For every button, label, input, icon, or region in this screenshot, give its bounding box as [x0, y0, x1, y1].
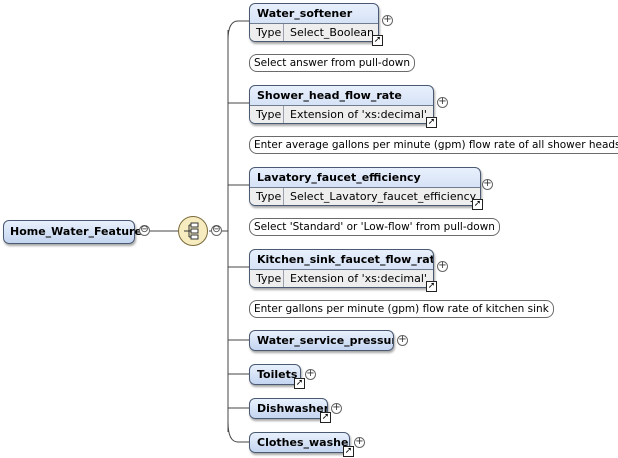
type-link-icon[interactable]: ➚ [343, 446, 354, 457]
element-name: Dishwasher [257, 402, 328, 415]
expand-dishwasher-icon[interactable]: + [331, 402, 342, 414]
type-label: Type [250, 188, 284, 205]
element-name: Clothes_washer [257, 436, 350, 449]
type-link-icon[interactable]: ➚ [426, 117, 437, 128]
sequence-compositor-icon[interactable] [178, 216, 208, 246]
element-water-softener[interactable]: Water_softener Type Select_Boolean [249, 3, 379, 42]
type-label: Type [250, 270, 284, 287]
type-link-icon[interactable]: ➚ [372, 35, 383, 46]
element-clothes-washer[interactable]: Clothes_washer [249, 432, 350, 453]
expand-water-softener-icon[interactable]: + [382, 14, 393, 26]
element-name: Shower_head_flow_rate [257, 89, 402, 102]
element-name: Water_softener [257, 7, 353, 20]
type-row: Type Extension of 'xs:decimal' [250, 269, 433, 287]
element-lavatory-faucet-efficiency[interactable]: Lavatory_faucet_efficiency Type Select_L… [249, 167, 481, 206]
type-row: Type Extension of 'xs:decimal' [250, 105, 433, 123]
annotation-lavatory-faucet-efficiency: Select 'Standard' or 'Low-flow' from pul… [249, 218, 500, 236]
collapse-root-icon[interactable]: ⊖ [139, 224, 150, 236]
element-shower-head-flow-rate[interactable]: Shower_head_flow_rate Type Extension of … [249, 85, 434, 124]
element-name: Toilets [257, 368, 298, 381]
type-link-icon[interactable]: ➚ [472, 199, 483, 210]
type-row: Type Select_Boolean [250, 23, 378, 41]
root-element-home-water-features[interactable]: Home_Water_Features [3, 220, 148, 244]
element-name: Lavatory_faucet_efficiency [257, 171, 421, 184]
root-element-label: Home_Water_Features [10, 225, 149, 238]
element-name: Kitchen_sink_faucet_flow_rate [257, 253, 434, 266]
annotation-shower-head-flow-rate: Enter average gallons per minute (gpm) f… [249, 136, 618, 154]
sequence-glyph-icon [184, 222, 199, 240]
type-value: Select_Lavatory_faucet_efficiency [290, 190, 477, 203]
expand-clothes-washer-icon[interactable]: + [354, 436, 365, 448]
annotation-kitchen-sink-faucet-flow-rate: Enter gallons per minute (gpm) flow rate… [249, 300, 554, 318]
collapse-sequence-icon[interactable]: ⊖ [211, 224, 222, 236]
expand-water-service-pressure-icon[interactable]: + [397, 334, 408, 346]
type-link-icon[interactable]: ➚ [294, 378, 305, 389]
annotation-water-softener: Select answer from pull-down [249, 54, 416, 72]
expand-kitchen-sink-faucet-flow-rate-icon[interactable]: + [437, 260, 448, 272]
type-label: Type [250, 106, 284, 123]
element-kitchen-sink-faucet-flow-rate[interactable]: Kitchen_sink_faucet_flow_rate Type Exten… [249, 249, 434, 288]
type-value: Extension of 'xs:decimal' [290, 108, 427, 121]
type-label: Type [250, 24, 284, 41]
type-value: Extension of 'xs:decimal' [290, 272, 427, 285]
type-value: Select_Boolean [290, 26, 374, 39]
expand-lavatory-faucet-efficiency-icon[interactable]: + [482, 178, 493, 190]
expand-shower-head-flow-rate-icon[interactable]: + [437, 96, 448, 108]
expand-toilets-icon[interactable]: + [305, 368, 316, 380]
element-toilets[interactable]: Toilets [249, 364, 301, 385]
element-dishwasher[interactable]: Dishwasher [249, 398, 328, 419]
type-row: Type Select_Lavatory_faucet_efficiency [250, 187, 480, 205]
element-name: Water_service_pressure [257, 334, 394, 347]
type-link-icon[interactable]: ➚ [320, 412, 331, 423]
type-link-icon[interactable]: ➚ [426, 281, 437, 292]
element-water-service-pressure[interactable]: Water_service_pressure [249, 330, 394, 351]
